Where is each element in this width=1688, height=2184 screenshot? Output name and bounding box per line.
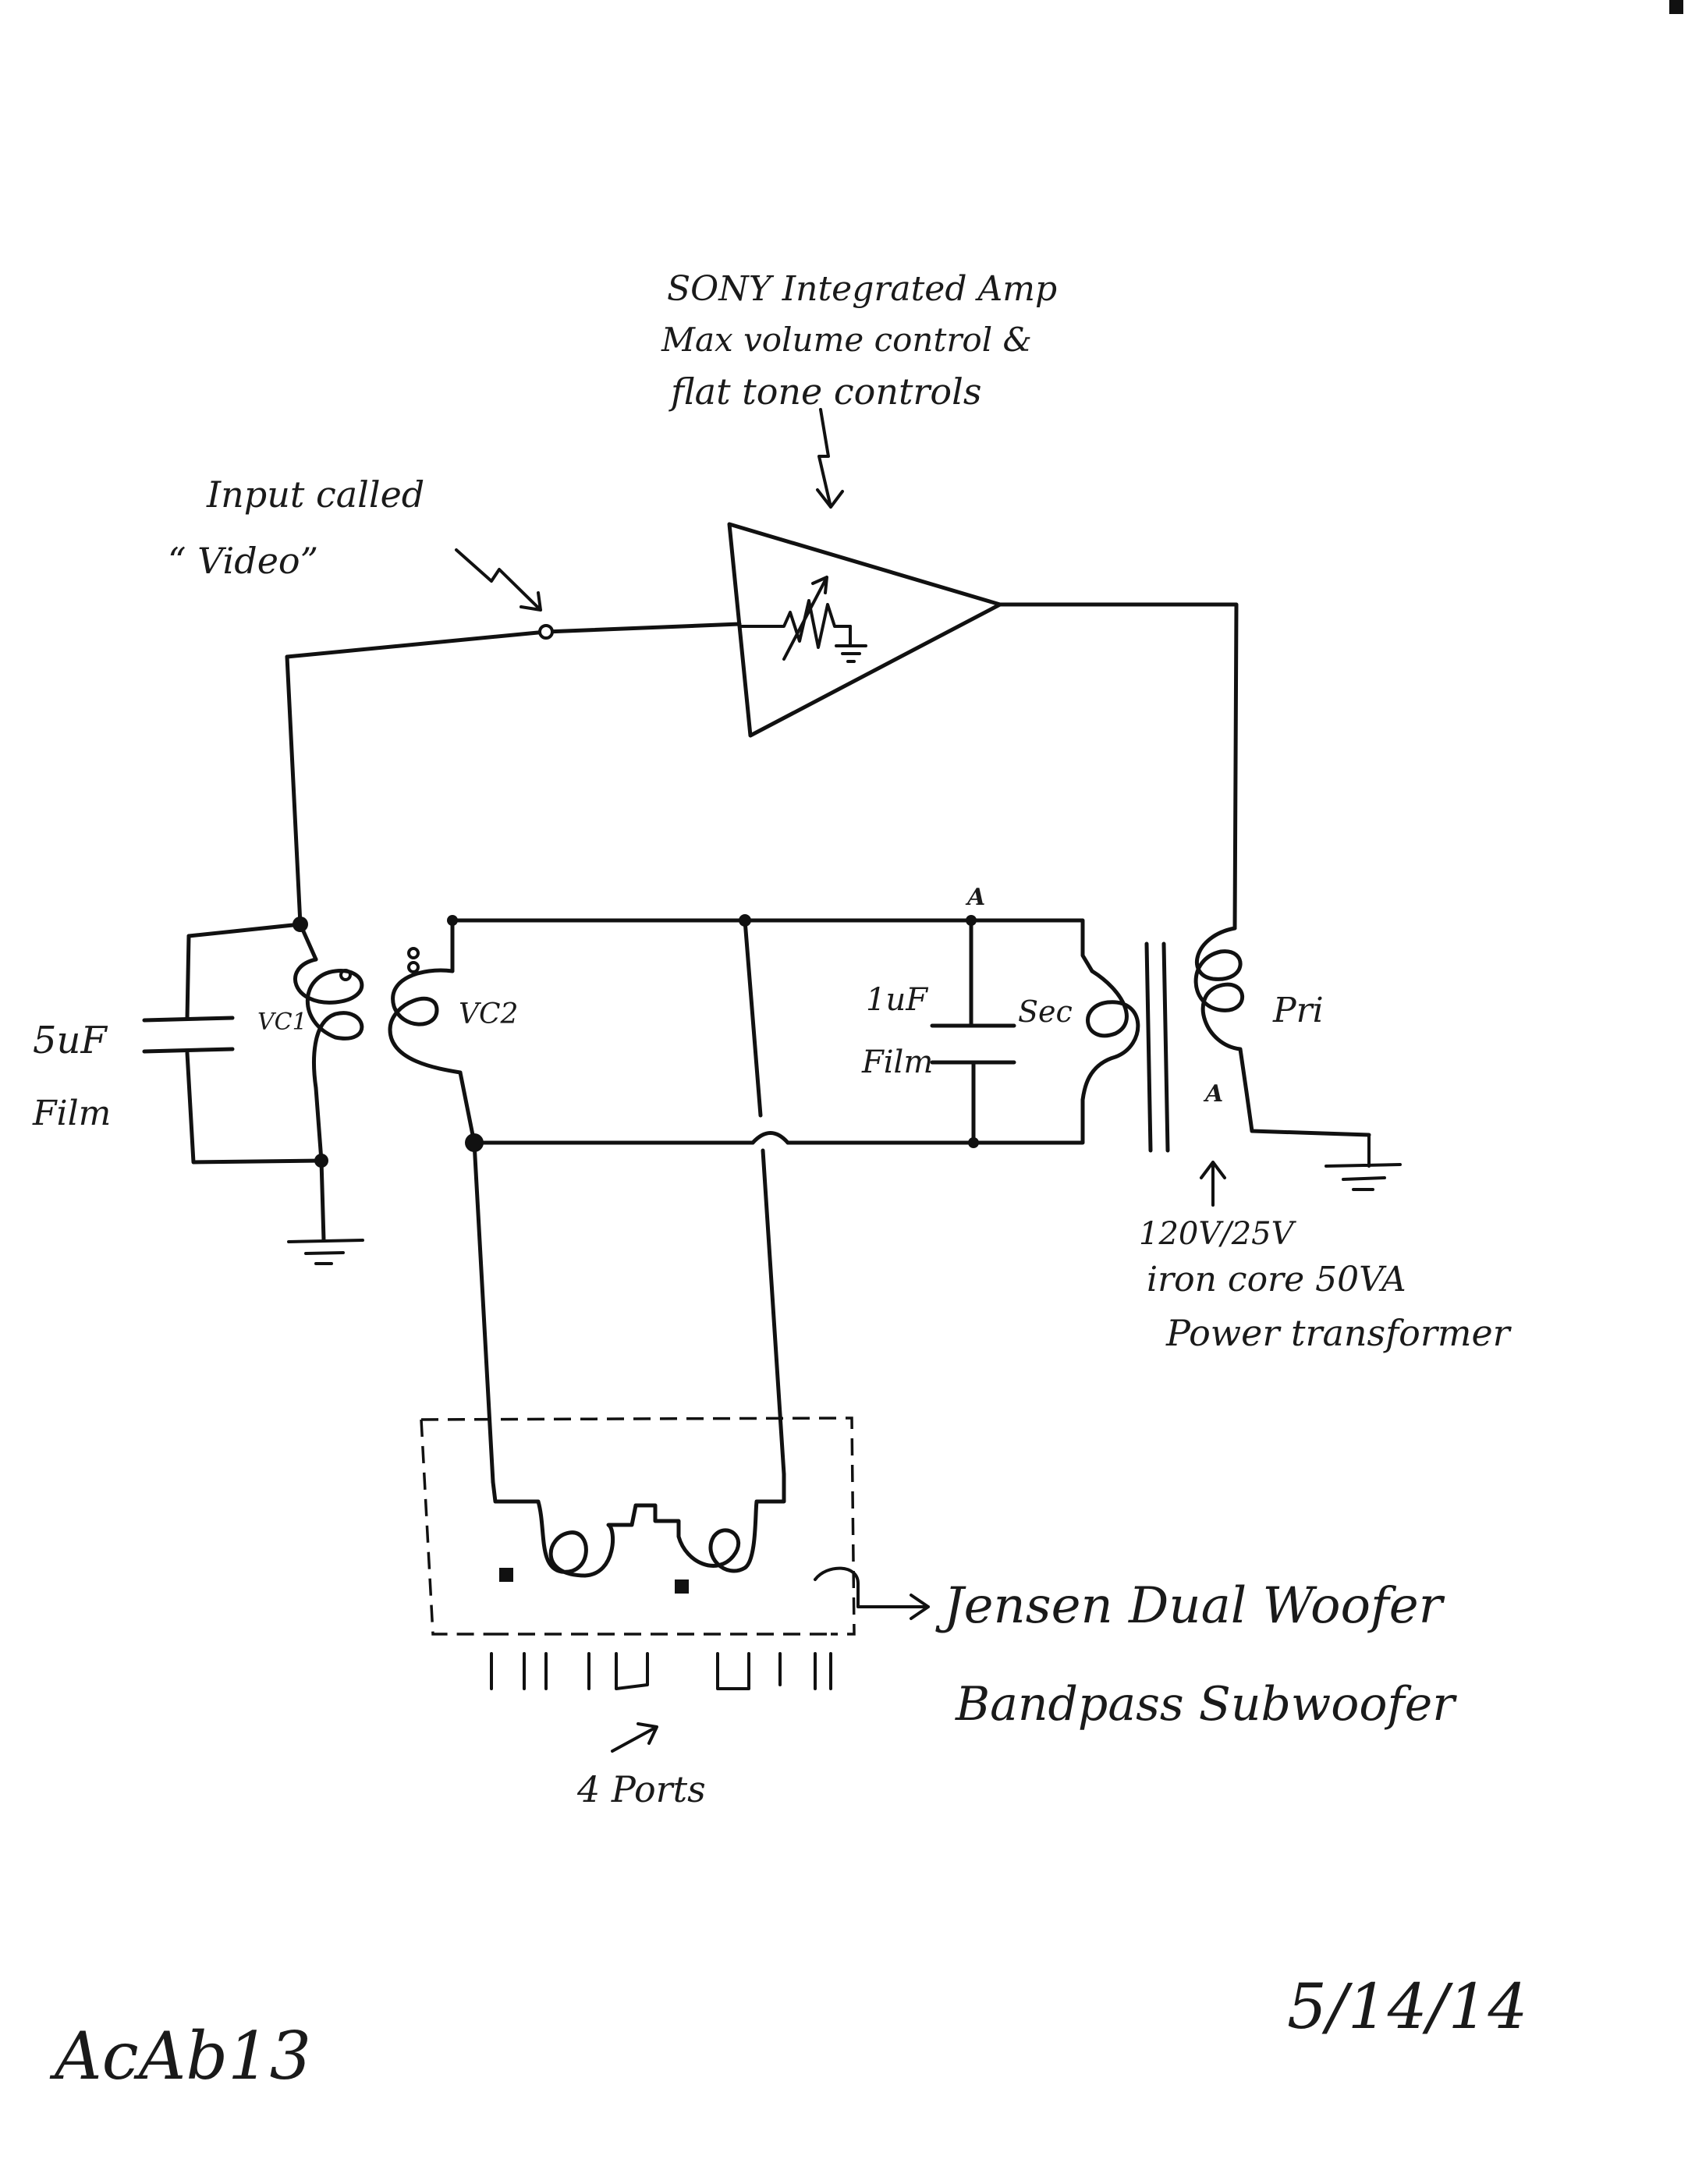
dot-marker-pri: A — [1203, 1080, 1223, 1108]
amp-triangle — [727, 522, 1002, 738]
scan-mark — [1669, 0, 1683, 14]
xfmr-label-2: iron core 50VA — [1147, 1260, 1406, 1299]
amp-label-1: SONY Integrated Amp — [667, 269, 1057, 309]
sec-label: Sec — [1018, 994, 1073, 1029]
primary-coil — [1193, 926, 1371, 1137]
pot-arrow — [782, 576, 828, 661]
sub-label-1: Jensen Dual Woofer — [935, 1577, 1445, 1635]
node — [966, 915, 977, 926]
sub-label-2: Bandpass Subwoofer — [955, 1677, 1457, 1732]
ground-symbol-right — [1325, 1133, 1402, 1191]
secondary-coil — [1080, 969, 1140, 1102]
ports — [490, 1652, 832, 1690]
input-terminal — [538, 624, 554, 640]
cap2-value: 1uF — [866, 982, 928, 1018]
node — [447, 915, 458, 926]
node — [293, 916, 308, 932]
signature: AcAb13 — [49, 2018, 311, 2094]
amplifier — [727, 522, 1002, 738]
node — [968, 1137, 979, 1148]
cap1-type: Film — [32, 1094, 111, 1133]
amp-label-2: Max volume control & — [661, 321, 1032, 359]
capacitor-1uf — [930, 1023, 1016, 1065]
node — [314, 1154, 328, 1168]
pot-wiper-ground — [835, 625, 867, 663]
transformer-annotation-arrow — [1200, 1161, 1226, 1207]
cap1-value: 5uF — [33, 1019, 108, 1062]
annotations: SONY Integrated Amp Max volume control &… — [32, 269, 1527, 2094]
ground-symbol-left — [287, 1239, 364, 1265]
amp-annotation-arrow — [816, 408, 844, 509]
transformer-core — [1144, 941, 1170, 1153]
vc2-coil — [388, 968, 463, 1075]
input-label-2: “ Video” — [168, 540, 318, 582]
subwoofer-annotation-arrow — [814, 1566, 930, 1620]
ports-label: 4 Ports — [576, 1768, 706, 1810]
xfmr-label-1: 120V/25V — [1139, 1216, 1297, 1252]
node — [465, 1133, 484, 1152]
ports-arrow — [611, 1722, 658, 1753]
subwoofer-enclosure — [420, 1416, 856, 1753]
xfmr-label-3: Power transformer — [1165, 1312, 1512, 1354]
woofer-terminal — [499, 1568, 513, 1582]
date: 5/14/14 — [1287, 1970, 1527, 2043]
vc2-label: VC2 — [459, 998, 518, 1030]
wiring — [185, 602, 1239, 1484]
dot-marker-top: A — [965, 884, 985, 911]
volume-pot — [738, 599, 852, 649]
input-label-1: Input called — [206, 473, 424, 516]
woofer-terminal — [675, 1580, 689, 1594]
capacitor-5uf — [142, 1016, 235, 1054]
input-annotation-arrow — [455, 548, 542, 612]
vc1-coil — [293, 957, 364, 1090]
vc1-label: VC1 — [257, 1009, 307, 1036]
amp-label-3: flat tone controls — [668, 370, 981, 413]
pri-label: Pri — [1272, 991, 1324, 1030]
cap2-type: Film — [861, 1044, 933, 1080]
node — [739, 914, 751, 927]
